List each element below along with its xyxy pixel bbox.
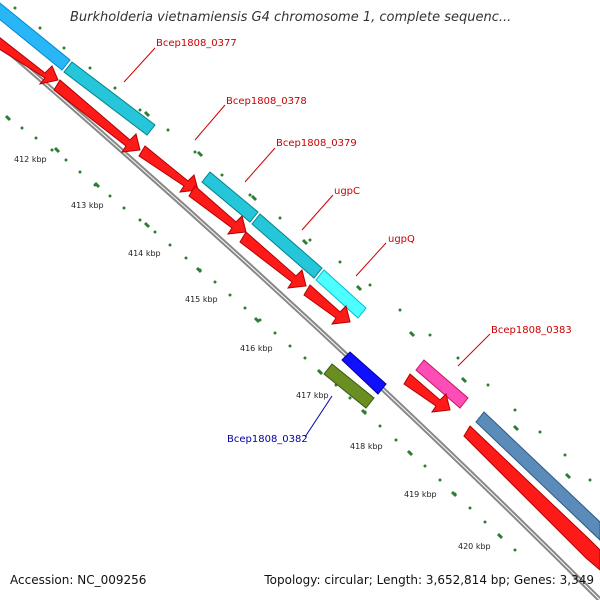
- topology-summary: Topology: circular; Length: 3,652,814 bp…: [264, 573, 594, 587]
- gene-label-0377[interactable]: Bcep1808_0377: [156, 38, 237, 49]
- tick-marks: [4, 110, 572, 540]
- gene-label-0378[interactable]: Bcep1808_0378: [226, 96, 307, 107]
- scale-label-414: 414 kbp: [128, 249, 161, 258]
- label-leaders: [123, 47, 491, 367]
- scale-label-416: 416 kbp: [240, 344, 273, 353]
- gene-feature-0381[interactable]: [341, 351, 387, 395]
- scale-label-413: 413 kbp: [71, 201, 104, 210]
- gene-label-ugpC[interactable]: ugpC: [334, 186, 360, 197]
- gene-label-0383[interactable]: Bcep1808_0383: [491, 325, 572, 336]
- cds-arrows: [0, 37, 600, 571]
- gene-label-ugpQ[interactable]: ugpQ: [388, 234, 415, 245]
- gene-feature-ugpQ[interactable]: [315, 269, 367, 319]
- label-leader-0382: [304, 395, 333, 438]
- scale-label-418: 418 kbp: [350, 442, 383, 451]
- inner-tick-track: [6, 116, 517, 552]
- sequence-title: Burkholderia vietnamiensis G4 chromosome…: [70, 10, 512, 25]
- scale-label-419: 419 kbp: [404, 490, 437, 499]
- gene-feature-0376[interactable]: [0, 0, 71, 71]
- scale-label-412: 412 kbp: [14, 155, 47, 164]
- gene-feature-0384[interactable]: [475, 411, 600, 541]
- accession-text: Accession: NC_009256: [10, 573, 147, 587]
- gene-feature-0379[interactable]: [201, 171, 259, 223]
- outer-tick-track: [13, 6, 592, 482]
- scale-label-417: 417 kbp: [296, 391, 329, 400]
- gene-feature-0377[interactable]: [63, 61, 156, 136]
- gene-label-0382[interactable]: Bcep1808_0382: [227, 434, 308, 445]
- gene-feature-ugpC[interactable]: [251, 213, 323, 279]
- gene-label-0379[interactable]: Bcep1808_0379: [276, 138, 357, 149]
- scale-label-415: 415 kbp: [185, 295, 218, 304]
- gene-feature-0382[interactable]: [323, 363, 375, 409]
- gene-feature-0383[interactable]: [415, 359, 469, 409]
- chromosome-backbone: [0, 41, 600, 600]
- scale-label-420: 420 kbp: [458, 542, 491, 551]
